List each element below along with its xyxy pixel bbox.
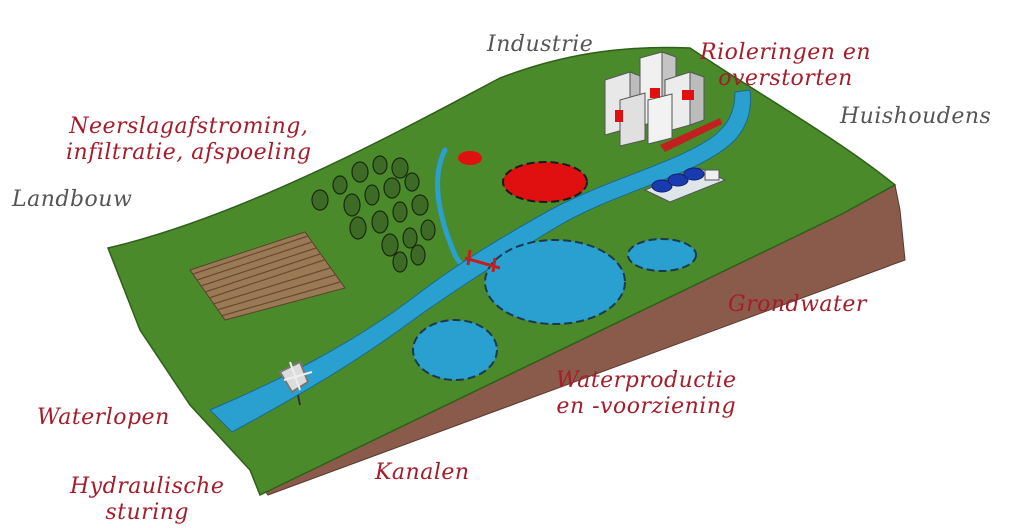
- reservoir-right: [627, 238, 697, 272]
- water-treatment-plant: [643, 167, 727, 203]
- label-neerslag-line2: infiltratie, afspoeling: [66, 140, 312, 165]
- industry-buildings: [604, 51, 705, 147]
- label-hydraulische-sturing: Hydraulische sturing: [70, 474, 224, 526]
- reservoir-lower: [412, 319, 498, 381]
- forest: [311, 155, 436, 273]
- label-huishoudens: Huishoudens: [840, 104, 992, 129]
- label-grondwater: Grondwater: [728, 292, 867, 317]
- farm-field: [189, 231, 346, 321]
- label-waterproductie-line2: en -voorziening: [556, 394, 737, 419]
- label-landbouw: Landbouw: [12, 187, 133, 212]
- label-rioleringen-line1: Rioleringen en: [700, 40, 872, 65]
- label-waterlopen: Waterlopen: [37, 405, 170, 430]
- sewer-outflow: [660, 118, 722, 152]
- label-rioleringen: Rioleringen en overstorten: [700, 40, 871, 92]
- label-rioleringen-line2: overstorten: [718, 66, 853, 91]
- label-waterproductie-line1: Waterproductie: [556, 368, 737, 393]
- industrial-basin: [502, 161, 588, 203]
- industrial-spot: [458, 151, 482, 165]
- label-neerslag-line1: Neerslagafstroming,: [69, 114, 309, 139]
- label-waterproductie: Waterproductie en -voorziening: [556, 368, 737, 420]
- hydraulic-structure: [278, 360, 313, 406]
- label-neerslagafstroming: Neerslagafstroming, infiltratie, afspoel…: [66, 114, 312, 166]
- bridge: [464, 249, 501, 273]
- reservoir-large: [484, 239, 626, 325]
- label-industrie: Industrie: [487, 32, 594, 57]
- label-hydraulische-line1: Hydraulische: [70, 474, 225, 499]
- label-hydraulische-line2: sturing: [105, 500, 189, 525]
- label-kanalen: Kanalen: [375, 460, 470, 485]
